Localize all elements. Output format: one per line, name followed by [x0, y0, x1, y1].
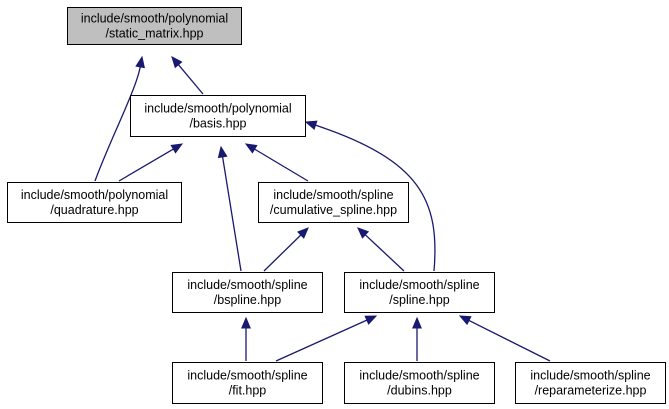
node-label-path: include/smooth/spline: [359, 278, 479, 292]
edge-line: [263, 234, 302, 272]
node-static_matrix[interactable]: include/smooth/polynomial/static_matrix.…: [67, 7, 242, 45]
node-cumulative_spline[interactable]: include/smooth/spline/cumulative_spline.…: [258, 182, 409, 223]
node-box[interactable]: [344, 362, 495, 404]
node-basis[interactable]: include/smooth/polynomial/basis.hpp: [130, 95, 306, 137]
edge-line: [254, 148, 309, 182]
arrowhead-icon: [412, 316, 422, 329]
edge-fit-to-bspline: [241, 316, 251, 361]
node-box[interactable]: [130, 95, 306, 137]
node-label-file: /dubins.hpp: [387, 384, 452, 398]
node-label-file: /basis.hpp: [190, 117, 247, 131]
arrowhead-icon: [364, 315, 378, 325]
node-reparameterize[interactable]: include/smooth/spline/reparameterize.hpp: [515, 362, 666, 404]
edge-line: [118, 148, 174, 182]
node-box[interactable]: [172, 362, 323, 404]
arrowhead-icon: [297, 227, 309, 239]
node-label-path: include/smooth/spline: [187, 369, 307, 383]
node-label-file: /bspline.hpp: [214, 293, 281, 307]
arrowhead-icon: [357, 227, 370, 239]
edge-bspline-to-basis: [217, 145, 242, 272]
arrowhead-icon: [458, 315, 472, 326]
edge-line: [177, 64, 204, 95]
focus-node-box[interactable]: [67, 7, 242, 45]
arrowhead-icon: [241, 316, 251, 329]
edge-bspline-to-cumulative_spline: [263, 227, 309, 272]
arrowhead-icon: [171, 56, 183, 69]
arrowhead-icon: [170, 143, 184, 154]
node-box[interactable]: [344, 272, 495, 313]
node-label-path: include/smooth/polynomial: [21, 188, 168, 202]
node-label-file: /cumulative_spline.hpp: [270, 203, 397, 217]
arrowhead-icon: [244, 143, 258, 154]
arrowhead-icon: [135, 55, 145, 69]
node-label-file: /reparameterize.hpp: [535, 384, 647, 398]
node-label-file: /spline.hpp: [389, 293, 450, 307]
node-fit[interactable]: include/smooth/spline/fit.hpp: [172, 362, 323, 404]
edge-line: [468, 319, 551, 362]
node-box[interactable]: [515, 362, 666, 404]
node-box[interactable]: [172, 272, 323, 313]
node-label-path: include/smooth/spline: [187, 278, 307, 292]
edge-spline-to-basis: [304, 120, 436, 272]
node-label-path: include/smooth/spline: [273, 188, 393, 202]
edge-quadrature-to-static_matrix: [94, 55, 145, 182]
node-bspline[interactable]: include/smooth/spline/bspline.hpp: [172, 272, 323, 313]
arrowhead-icon: [304, 120, 318, 131]
node-dubins[interactable]: include/smooth/spline/dubins.hpp: [344, 362, 495, 404]
edge-line: [275, 319, 368, 362]
node-label-path: include/smooth/spline: [359, 369, 479, 383]
edge-fit-to-spline: [275, 315, 378, 362]
edge-basis-to-static_matrix: [171, 56, 204, 95]
node-box[interactable]: [258, 182, 409, 223]
node-label-file: /quadrature.hpp: [50, 203, 138, 217]
edge-line: [94, 66, 141, 182]
nodes-layer: include/smooth/polynomial/static_matrix.…: [7, 7, 666, 404]
edges-layer: [94, 55, 551, 362]
edge-spline-to-cumulative_spline: [357, 227, 405, 272]
edge-reparameterize-to-spline: [458, 315, 551, 362]
edge-line: [364, 234, 405, 272]
node-spline[interactable]: include/smooth/spline/spline.hpp: [344, 272, 495, 313]
node-label-file: /static_matrix.hpp: [106, 27, 204, 41]
arrowhead-icon: [217, 145, 228, 159]
edge-quadrature-to-basis: [118, 143, 184, 182]
node-quadrature[interactable]: include/smooth/polynomial/quadrature.hpp: [7, 182, 182, 223]
edge-line: [221, 156, 242, 272]
edge-dubins-to-spline: [412, 316, 422, 361]
node-label-path: include/smooth/polynomial: [81, 12, 228, 26]
edge-line: [315, 124, 436, 272]
node-box[interactable]: [7, 182, 182, 223]
node-label-file: /fit.hpp: [229, 384, 267, 398]
node-label-path: include/smooth/spline: [530, 369, 650, 383]
node-label-path: include/smooth/polynomial: [144, 102, 291, 116]
edge-cumulative_spline-to-basis: [244, 143, 309, 182]
